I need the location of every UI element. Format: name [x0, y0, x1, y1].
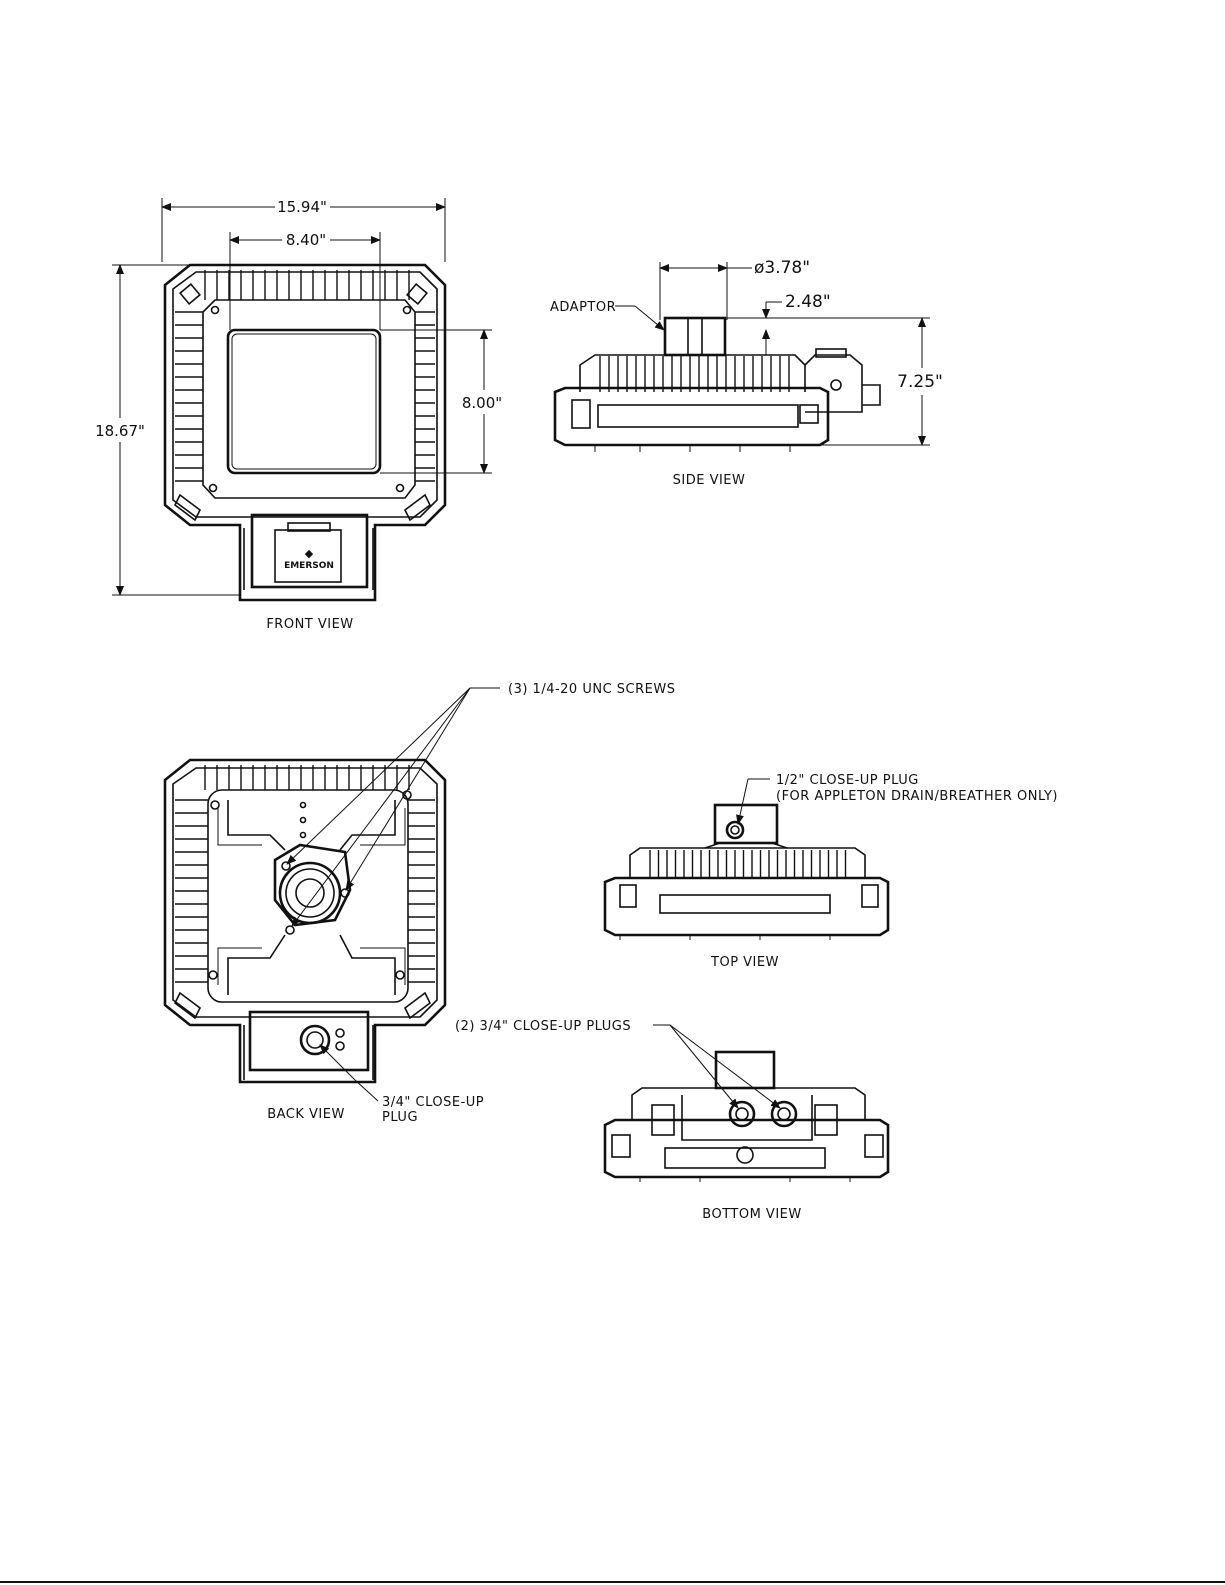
- logo-mark: ◆: [305, 547, 314, 560]
- dim-overall-width: 15.94": [277, 198, 327, 216]
- callout-top-plug-line1: 1/2" CLOSE-UP PLUG: [776, 773, 919, 788]
- dim-adaptor-height: 2.48": [785, 292, 831, 312]
- emerson-logo: ◆ EMERSON: [284, 547, 334, 571]
- callout-back-plug-line2: PLUG: [382, 1110, 418, 1125]
- callout-adaptor: ADAPTOR: [550, 300, 616, 315]
- callout-back-plug-line1: 3/4" CLOSE-UP: [382, 1095, 484, 1110]
- back-view-label: BACK VIEW: [267, 1107, 345, 1122]
- dim-overall-height: 18.67": [95, 422, 145, 440]
- bottom-view: (2) 3/4" CLOSE-UP PLUGS BOTTOM VIEW: [455, 1019, 888, 1222]
- front-view: ◆ EMERSON 15.94" 8.40" 18.67" 8.00" FRON…: [95, 198, 502, 632]
- logo-text: EMERSON: [284, 561, 334, 571]
- dim-side-height: 7.25": [897, 372, 943, 392]
- top-view-label: TOP VIEW: [710, 955, 779, 970]
- back-view: BACK VIEW 3/4" CLOSE-UP PLUG (3) 1/4-20 …: [165, 682, 675, 1125]
- dim-window-height: 8.00": [462, 394, 502, 412]
- callout-top-plug-line2: (FOR APPLETON DRAIN/BREATHER ONLY): [776, 789, 1058, 804]
- side-view: ø3.78" 2.48" 7.25" ADAPTOR SIDE VIEW: [550, 258, 943, 488]
- callout-bottom-plugs: (2) 3/4" CLOSE-UP PLUGS: [455, 1019, 631, 1034]
- front-view-label: FRONT VIEW: [266, 617, 353, 632]
- callout-screws: (3) 1/4-20 UNC SCREWS: [508, 682, 675, 697]
- bottom-view-label: BOTTOM VIEW: [702, 1207, 801, 1222]
- side-view-label: SIDE VIEW: [673, 473, 746, 488]
- top-view: 1/2" CLOSE-UP PLUG (FOR APPLETON DRAIN/B…: [605, 773, 1058, 970]
- dim-window-width: 8.40": [286, 231, 326, 249]
- dim-adaptor-diameter: ø3.78": [754, 258, 810, 278]
